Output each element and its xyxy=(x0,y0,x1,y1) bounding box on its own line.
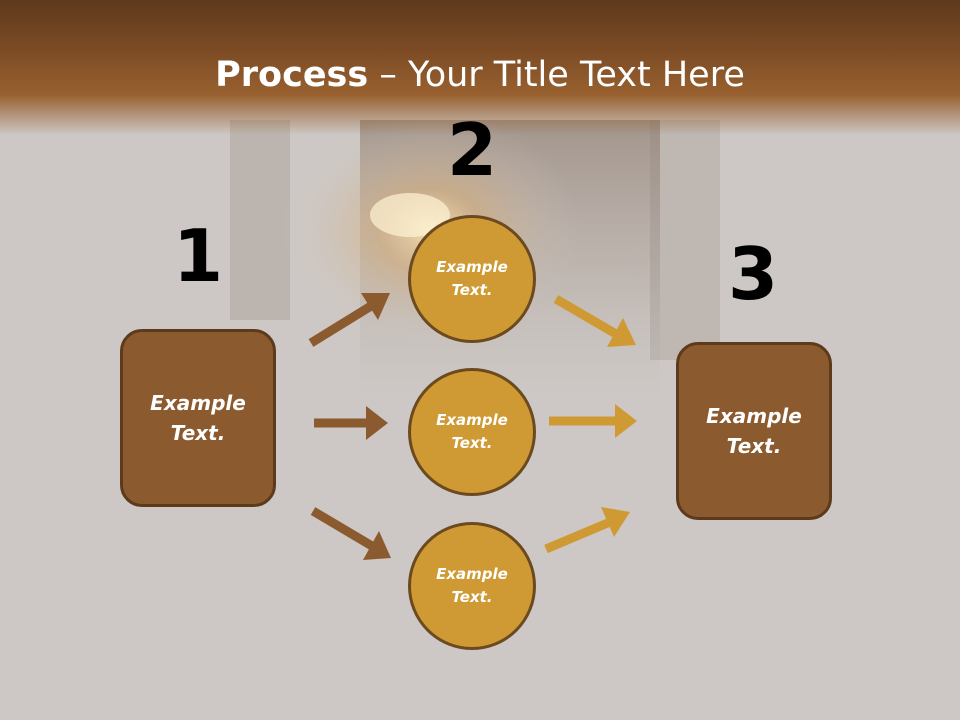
step-3-box: Example Text. xyxy=(676,342,832,520)
arrow-right-straight xyxy=(549,404,637,438)
slide-title: Process – Your Title Text Here xyxy=(0,54,960,96)
step-1-number: 1 xyxy=(172,214,224,298)
title-bold: Process xyxy=(215,55,369,95)
step-3-number: 3 xyxy=(727,232,779,316)
title-rest: – Your Title Text Here xyxy=(368,55,745,95)
arrow-left-up xyxy=(308,293,390,347)
step-1-box: Example Text. xyxy=(120,329,276,507)
step-2-number: 2 xyxy=(446,108,498,192)
arrow-right-down xyxy=(553,295,636,347)
arrow-left-straight xyxy=(314,406,388,440)
arrow-left-down xyxy=(310,507,391,560)
step-2-circle-bottom: Example Text. xyxy=(408,522,536,650)
arrow-right-up xyxy=(544,507,630,554)
title-bar xyxy=(0,0,960,135)
step-2-circle-middle: Example Text. xyxy=(408,368,536,496)
step-2-circle-top: Example Text. xyxy=(408,215,536,343)
